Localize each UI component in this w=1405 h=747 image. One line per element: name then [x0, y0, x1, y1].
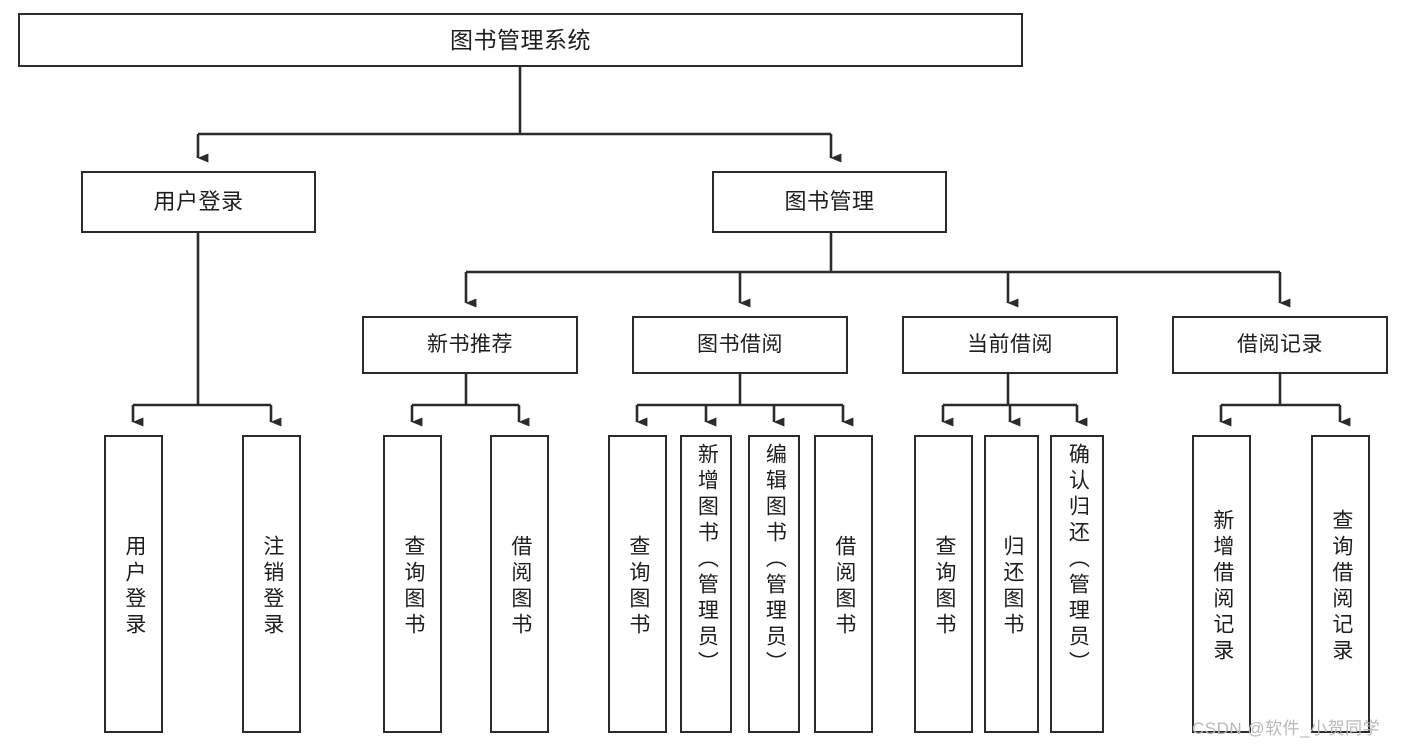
node-label-new-book-recommend: 新书推荐 [427, 332, 513, 356]
node-leaf-add-book[interactable]: 新增图书（管理员） [680, 435, 732, 733]
node-label-leaf-query-book-3: 查询图书 [932, 535, 956, 639]
node-leaf-edit-book[interactable]: 编辑图书（管理员） [748, 435, 800, 733]
node-leaf-query-book-1[interactable]: 查询图书 [383, 435, 442, 733]
node-book-management[interactable]: 图书管理 [712, 171, 947, 233]
node-current-borrow[interactable]: 当前借阅 [902, 316, 1118, 374]
node-leaf-query-book-3[interactable]: 查询图书 [914, 435, 973, 733]
node-label-current-borrow: 当前借阅 [967, 332, 1053, 356]
node-label-book-management: 图书管理 [784, 189, 875, 215]
node-label-leaf-edit-book: 编辑图书（管理员） [763, 443, 787, 677]
node-label-leaf-query-book-2: 查询图书 [626, 535, 650, 639]
node-new-book-recommend[interactable]: 新书推荐 [362, 316, 578, 374]
node-root-book-management-system[interactable]: 图书管理系统 [18, 13, 1023, 67]
node-label-root: 图书管理系统 [450, 26, 591, 53]
node-label-borrow-record: 借阅记录 [1237, 332, 1323, 356]
node-leaf-borrow-book-1[interactable]: 借阅图书 [490, 435, 549, 733]
node-borrow-record[interactable]: 借阅记录 [1172, 316, 1388, 374]
node-label-leaf-logout-login: 注销登录 [260, 535, 284, 639]
node-leaf-query-book-2[interactable]: 查询图书 [608, 435, 667, 733]
node-leaf-user-login[interactable]: 用户登录 [104, 435, 163, 733]
node-label-leaf-borrow-book-1: 借阅图书 [508, 535, 532, 639]
node-label-leaf-return-book: 归还图书 [1000, 535, 1024, 639]
node-label-leaf-query-record: 查询借阅记录 [1329, 509, 1353, 665]
node-leaf-logout-login[interactable]: 注销登录 [242, 435, 301, 733]
node-leaf-confirm-return[interactable]: 确认归还（管理员） [1050, 435, 1104, 733]
node-leaf-query-record[interactable]: 查询借阅记录 [1311, 435, 1370, 733]
node-book-borrow[interactable]: 图书借阅 [632, 316, 848, 374]
node-label-leaf-confirm-return: 确认归还（管理员） [1066, 443, 1090, 677]
node-label-user-login: 用户登录 [153, 189, 244, 215]
node-label-book-borrow: 图书借阅 [697, 332, 783, 356]
node-label-leaf-borrow-book-2: 借阅图书 [832, 535, 856, 639]
node-label-leaf-add-book: 新增图书（管理员） [695, 443, 719, 677]
tree-connectors [131, 67, 1351, 427]
node-leaf-add-record[interactable]: 新增借阅记录 [1192, 435, 1251, 733]
node-user-login[interactable]: 用户登录 [81, 171, 316, 233]
node-leaf-return-book[interactable]: 归还图书 [984, 435, 1039, 733]
node-label-leaf-user-login: 用户登录 [122, 535, 146, 639]
node-leaf-borrow-book-2[interactable]: 借阅图书 [814, 435, 873, 733]
node-label-leaf-add-record: 新增借阅记录 [1210, 509, 1234, 665]
node-label-leaf-query-book-1: 查询图书 [401, 535, 425, 639]
